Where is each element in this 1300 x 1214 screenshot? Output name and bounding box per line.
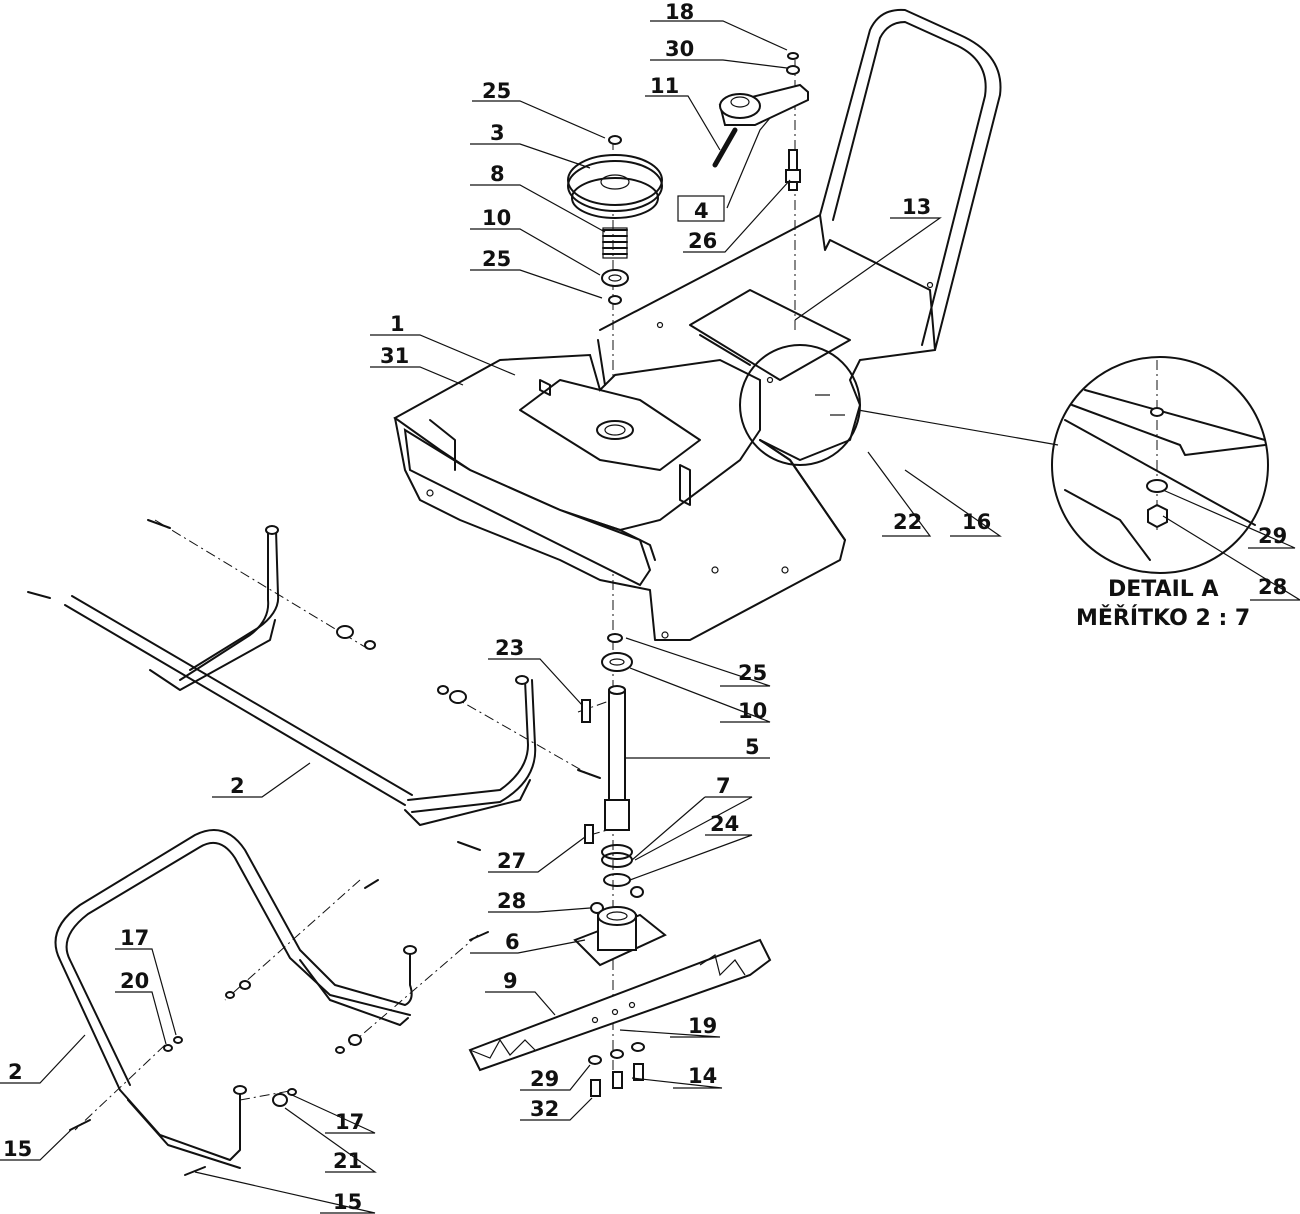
- callout-23: 23: [495, 636, 524, 660]
- handle-part-2-lower: [54, 829, 489, 1176]
- callout-25: 25: [482, 247, 511, 271]
- callout-9: 9: [503, 969, 518, 993]
- callout-13: 13: [902, 195, 931, 219]
- callout-26: 26: [688, 229, 717, 253]
- callout-31: 31: [380, 344, 409, 368]
- callout-25: 25: [482, 79, 511, 103]
- callout-15: 15: [333, 1190, 362, 1214]
- callout-24: 24: [710, 812, 739, 836]
- tensioner-assembly: [712, 52, 809, 191]
- detail-a-view: [739, 344, 1269, 574]
- callout-29: 29: [1258, 524, 1287, 548]
- callout-3: 3: [490, 121, 505, 145]
- callout-6: 6: [505, 930, 520, 954]
- callout-leaders: [0, 20, 1300, 1214]
- callout-25: 25: [738, 661, 767, 685]
- callout-10: 10: [738, 699, 767, 723]
- callout-22: 22: [893, 510, 922, 534]
- callout-4: 4: [694, 199, 709, 223]
- callout-29: 29: [530, 1067, 559, 1091]
- callout-2: 2: [8, 1060, 23, 1084]
- callout-17: 17: [120, 926, 149, 950]
- callout-19: 19: [688, 1014, 717, 1038]
- shaft-assembly: [581, 633, 644, 914]
- callout-28: 28: [1258, 575, 1287, 599]
- callout-5: 5: [745, 735, 760, 759]
- callout-10: 10: [482, 206, 511, 230]
- callout-1: 1: [390, 312, 405, 336]
- callout-17: 17: [335, 1110, 364, 1134]
- callout-15: 15: [3, 1137, 32, 1161]
- callout-28: 28: [497, 889, 526, 913]
- upper-handle: [819, 8, 1002, 351]
- callout-7: 7: [716, 774, 731, 798]
- callout-21: 21: [333, 1149, 362, 1173]
- callout-20: 20: [120, 969, 149, 993]
- callout-32: 32: [530, 1097, 559, 1121]
- detail-a-scale: MĚŘÍTKO 2 : 7: [1076, 605, 1250, 631]
- callout-18: 18: [665, 0, 694, 24]
- callout-numbers: 18 30 11 25 3 8 10 25 4 26 13 1 31 22 16…: [3, 0, 1287, 1214]
- callout-27: 27: [497, 849, 526, 873]
- pulley-assembly: [567, 135, 663, 305]
- callout-2: 2: [230, 774, 245, 798]
- detail-a-title: DETAIL A: [1108, 577, 1219, 602]
- frame-part-1: [393, 214, 936, 641]
- callout-8: 8: [490, 162, 505, 186]
- callout-4-box: [677, 195, 725, 222]
- callout-30: 30: [665, 37, 694, 61]
- blade-assembly: [468, 906, 772, 1097]
- callout-11: 11: [650, 74, 679, 98]
- callout-16: 16: [962, 510, 991, 534]
- callout-14: 14: [688, 1064, 717, 1088]
- handle-part-2-middle: [27, 519, 601, 851]
